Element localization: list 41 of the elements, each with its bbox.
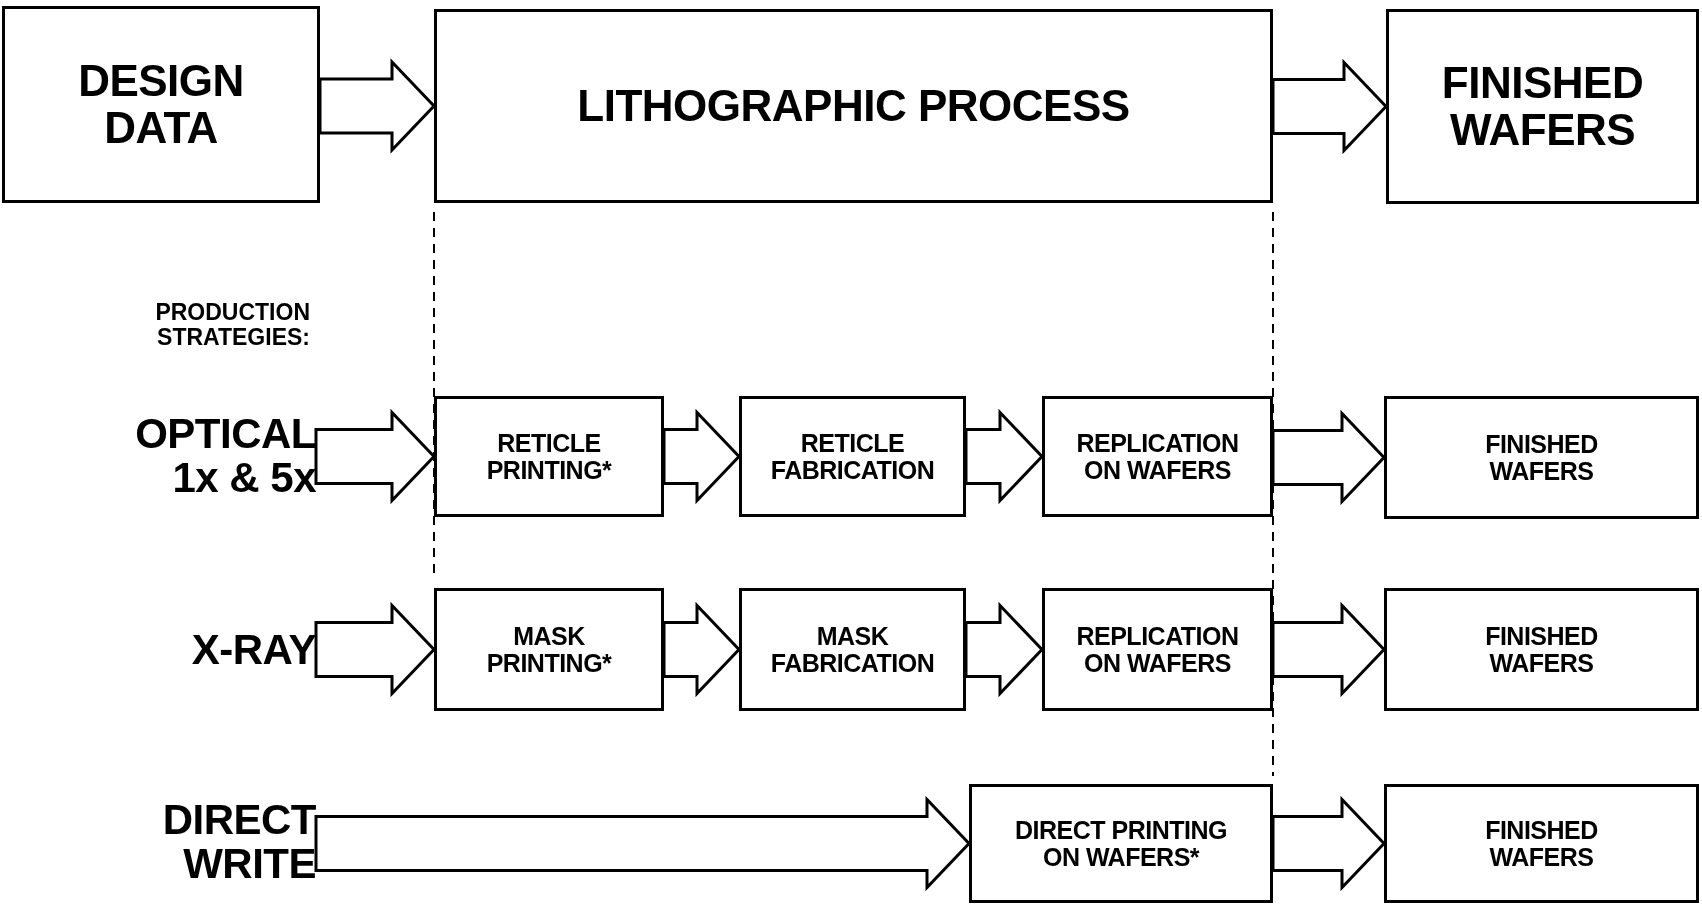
process-box — [434, 588, 664, 711]
row-label: DIRECT WRITE — [161, 797, 316, 887]
process-box — [2, 6, 320, 203]
box-label: RETICLE PRINTING* — [485, 430, 613, 483]
box-label: RETICLE FABRICATION — [769, 430, 936, 483]
block-arrow — [1271, 409, 1387, 506]
box-label: FINISHED WAFERS — [1484, 431, 1599, 484]
box-label: REPLICATION ON WAFERS — [1075, 623, 1240, 676]
box-label: FINISHED WAFERS — [1484, 817, 1599, 870]
process-box — [969, 784, 1273, 903]
process-box — [1384, 396, 1699, 519]
block-arrow — [964, 408, 1045, 505]
block-arrow — [314, 601, 437, 698]
box-label: FINISHED WAFERS — [1484, 623, 1599, 676]
box-label: DESIGN DATA — [77, 58, 245, 151]
process-box — [1386, 9, 1699, 204]
block-arrow — [662, 408, 742, 505]
box-label: REPLICATION ON WAFERS — [1075, 430, 1240, 483]
row-label: OPTICAL 1x & 5x — [134, 411, 316, 501]
block-arrow — [318, 58, 437, 154]
box-label: DIRECT PRINTING ON WAFERS* — [1014, 817, 1228, 870]
box-label: FINISHED WAFERS — [1440, 60, 1645, 153]
box-label: MASK PRINTING* — [485, 623, 613, 676]
block-arrow — [662, 601, 742, 698]
box-label: LITHOGRAPHIC PROCESS — [577, 82, 1130, 130]
process-box — [739, 396, 966, 517]
block-arrow — [1271, 795, 1387, 892]
process-box — [1042, 588, 1273, 711]
section-label: PRODUCTION STRATEGIES: — [154, 300, 310, 351]
process-box — [434, 396, 664, 517]
block-arrow — [1271, 58, 1389, 155]
process-box — [1384, 588, 1699, 711]
process-box — [1384, 784, 1699, 903]
process-box — [739, 588, 966, 711]
process-box — [434, 9, 1273, 203]
block-arrow — [964, 601, 1045, 698]
block-arrow — [1271, 601, 1387, 698]
box-label: MASK FABRICATION — [769, 623, 936, 676]
block-arrow — [314, 795, 972, 892]
process-box — [1042, 396, 1273, 517]
row-label: X-RAY — [191, 627, 316, 673]
